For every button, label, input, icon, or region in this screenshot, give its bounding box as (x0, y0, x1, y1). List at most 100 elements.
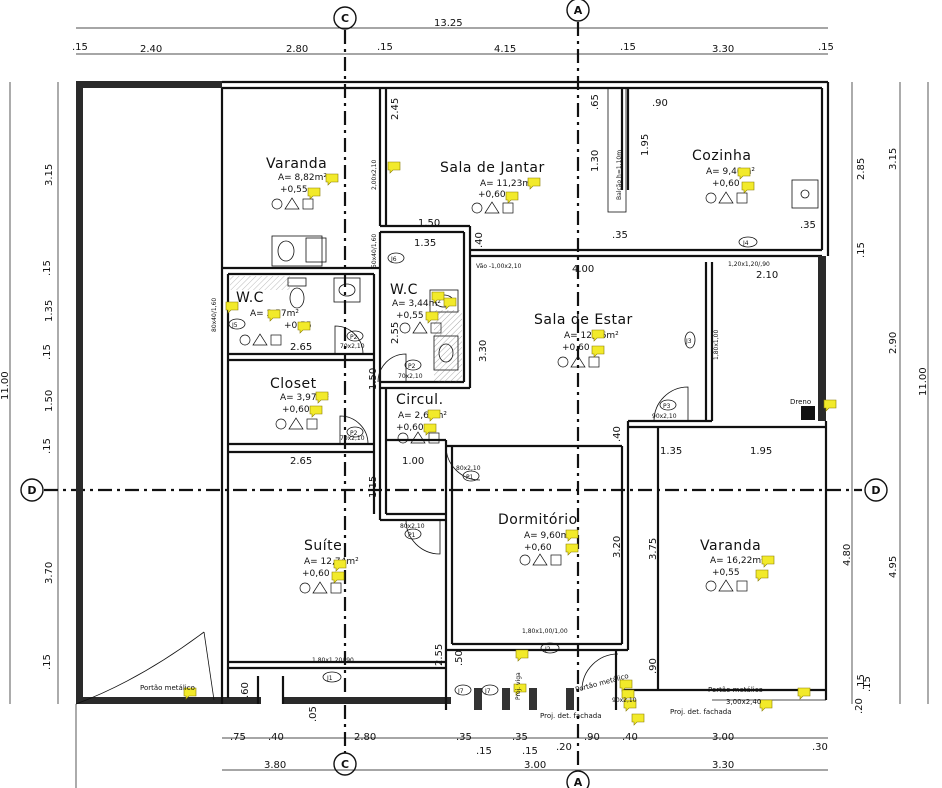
dim-left-6: 3.70 (44, 562, 55, 584)
note-icon[interactable] (527, 177, 541, 190)
dim-bottom-9: .40 (622, 732, 638, 743)
note-icon[interactable] (427, 409, 441, 422)
portao3-label: Portão metálico (708, 686, 763, 694)
room-symbols (239, 191, 748, 594)
note-icon[interactable] (755, 569, 769, 582)
dim-right-5: 4.80 (842, 544, 853, 566)
room-wc2-area: A= 3,44m² (392, 299, 441, 309)
room-sala-estar-area: A= 12,66m² (564, 331, 619, 341)
dim-bottom-1: .40 (268, 732, 284, 743)
note-icon[interactable] (513, 683, 527, 696)
note-icon[interactable] (431, 291, 445, 304)
balcao-label: Balcão h=1,10m (616, 150, 623, 200)
dim-int-400: 4.00 (572, 264, 594, 275)
note-icon[interactable] (423, 423, 437, 436)
note-icon[interactable] (331, 571, 345, 584)
dim-right-4: .15 (862, 676, 873, 692)
axis-a-bottom: A (574, 776, 583, 788)
dim-bottom-4: .15 (476, 746, 492, 757)
note-icon[interactable] (565, 543, 579, 556)
dim-int-40b: .40 (612, 426, 623, 442)
room-dormitorio-name: Dormitório (498, 512, 578, 528)
proj-viga-label: Proj. viga (515, 672, 522, 700)
dim-right-total: 3.15 (888, 148, 899, 170)
note-icon[interactable] (315, 391, 329, 404)
dim-int-65: .65 (590, 94, 601, 110)
room-sala-jantar-level: +0,60 (478, 190, 506, 200)
dim-left-0: 3.15 (44, 164, 55, 186)
note-icon[interactable] (591, 345, 605, 358)
dim-int-265a: 2.65 (290, 342, 312, 353)
dim-bottom-6: .15 (522, 746, 538, 757)
room-symbol-dormitorio (519, 553, 562, 566)
note-icon[interactable] (823, 399, 837, 412)
room-symbol-wc1 (239, 333, 282, 346)
code-p2a: P2 (350, 334, 358, 341)
note-icon[interactable] (797, 687, 811, 700)
code-p3: P3 (663, 403, 671, 410)
note-icon[interactable] (737, 167, 751, 180)
dim-right-overall: 11.00 (918, 367, 929, 396)
note-icon[interactable] (623, 699, 637, 712)
dim-int-255: 2.55 (390, 322, 401, 344)
door-70a: 70x2,10 (340, 343, 365, 350)
room-wc2-level: +0,55 (396, 311, 424, 321)
dim-left-4: 1.50 (44, 390, 55, 412)
note-icon[interactable] (619, 679, 633, 692)
door-70c: 70x2,10 (340, 435, 365, 442)
note-icon[interactable] (309, 405, 323, 418)
room-closet-level: +0,60 (282, 405, 310, 415)
note-icon[interactable] (591, 329, 605, 342)
axis-c-top: C (341, 12, 349, 25)
note-icon[interactable] (183, 687, 197, 700)
room-sala-jantar-area: A= 11,23m² (480, 179, 535, 189)
room-varanda2-name: Varanda (700, 538, 761, 554)
room-circul-name: Circul. (396, 392, 444, 408)
dim-bottom-11: .30 (812, 742, 828, 753)
note-icon[interactable] (505, 191, 519, 204)
note-icon[interactable] (565, 529, 579, 542)
dim-top-4: 4.15 (494, 44, 516, 55)
dim-int-195: 1.95 (640, 134, 651, 156)
dim-int-320: 3.20 (612, 536, 623, 558)
room-symbol-wc2 (399, 321, 442, 334)
dim-int-135b: 1.35 (660, 446, 682, 457)
code-j5: J5 (231, 322, 238, 329)
note-icon[interactable] (443, 297, 457, 310)
room-dormitorio-level: +0,60 (524, 543, 552, 553)
dim-right-0: 2.85 (856, 158, 867, 180)
note-icon[interactable] (267, 309, 281, 322)
dim-left-1: .15 (42, 260, 53, 276)
dim-int-35b: .35 (800, 220, 816, 231)
note-icon[interactable] (225, 301, 239, 314)
note-icon[interactable] (621, 689, 635, 702)
code-j2: J2 (544, 646, 551, 653)
frame-codes: J1 J2 J3 J4 J5 J6 J7 J7 P1 P1 P2 P2 P2 P… (211, 160, 770, 696)
room-suite-name: Suíte (304, 538, 342, 554)
room-closet-name: Closet (270, 376, 317, 392)
dim-overall-top: 13.25 (434, 18, 463, 29)
note-icon[interactable] (307, 187, 321, 200)
code-j7b: J7 (484, 688, 491, 695)
win-j5: 80x40/1,60 (211, 298, 218, 332)
note-icon[interactable] (333, 559, 347, 572)
doors (334, 325, 689, 691)
note-icon[interactable] (387, 161, 401, 174)
note-icon[interactable] (761, 555, 775, 568)
note-icon[interactable] (741, 181, 755, 194)
note-icon[interactable] (297, 321, 311, 334)
dim-int-20: .20 (854, 698, 865, 714)
dim-right-3: 4.95 (888, 556, 899, 578)
note-icon[interactable] (425, 311, 439, 324)
dimension-lines (9, 27, 929, 788)
dim-top-2: 2.80 (286, 44, 308, 55)
vao-label: Vão -1,00x2,10 (476, 263, 522, 270)
dim-bottom-5: .35 (512, 732, 528, 743)
note-icon[interactable] (515, 649, 529, 662)
dim-int-195b: 1.95 (750, 446, 772, 457)
dim-int-375: 3.75 (648, 538, 659, 560)
axis-markers: C C A A D D (20, 0, 888, 788)
note-icon[interactable] (325, 173, 339, 186)
note-icon[interactable] (759, 699, 773, 712)
note-icon[interactable] (631, 713, 645, 726)
